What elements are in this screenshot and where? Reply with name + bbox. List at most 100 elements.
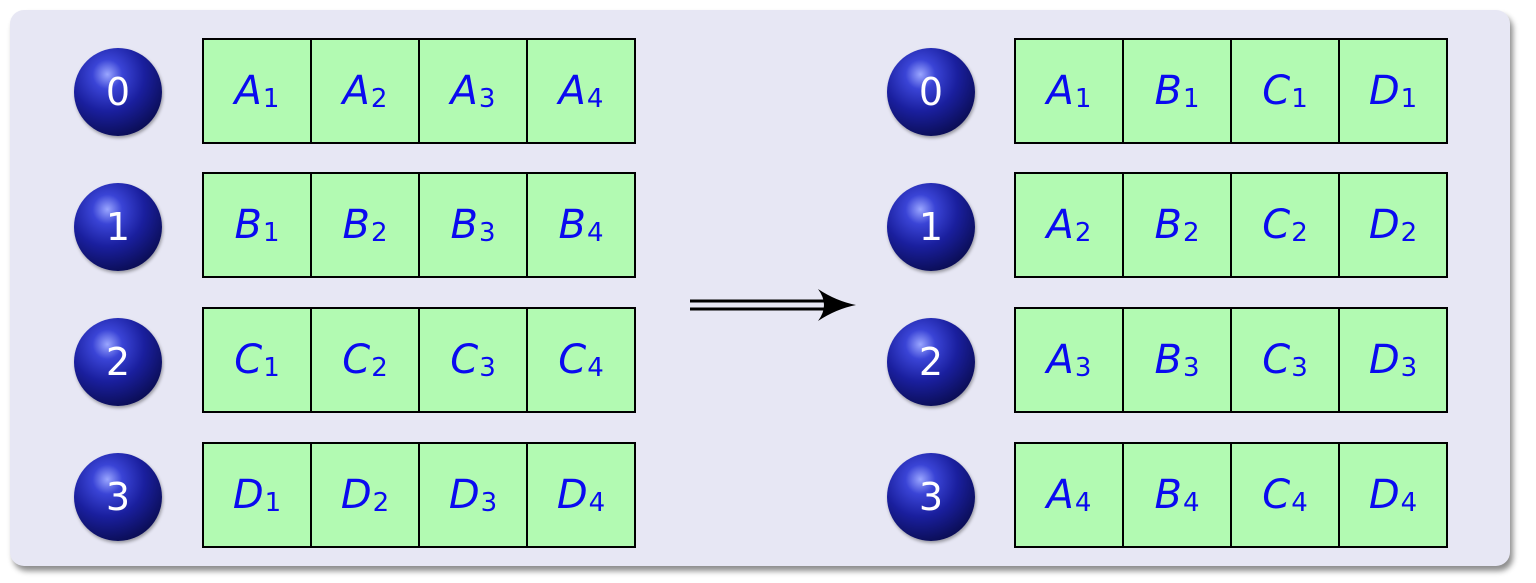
cell-letter: D [232, 472, 264, 518]
cell-letter: A [1046, 68, 1074, 114]
process-label: 0 [918, 70, 944, 114]
process-node-2-right: 2 [887, 318, 975, 406]
cell-letter: D [448, 472, 480, 518]
cell-letter: A [450, 68, 478, 114]
cell-subscript: 4 [588, 488, 606, 518]
cell-subscript: 3 [1182, 353, 1200, 383]
process-label: 0 [105, 70, 131, 114]
cell-letter: A [234, 68, 262, 114]
cell-subscript: 1 [262, 84, 280, 114]
cell-letter: B [1154, 472, 1182, 518]
cell-subscript: 1 [1182, 84, 1200, 114]
cell-subscript: 2 [1400, 218, 1418, 248]
cell-letter: C [1262, 68, 1291, 114]
cell-subscript: 2 [372, 488, 390, 518]
process-label: 3 [918, 475, 944, 519]
cell-letter: C [342, 337, 371, 383]
process-node-1-right: 1 [887, 183, 975, 271]
process-node-3-left: 3 [74, 453, 162, 541]
cell-subscript: 4 [586, 84, 604, 114]
cell-subscript: 3 [1291, 353, 1308, 383]
process-node-3-right: 3 [887, 453, 975, 541]
cell-letter: C [450, 337, 479, 383]
cell-letter: D [1368, 68, 1400, 114]
cell-letter: C [1262, 472, 1291, 518]
cell-letter: D [556, 472, 588, 518]
cell-subscript: 3 [478, 84, 496, 114]
cell-subscript: 3 [1400, 353, 1418, 383]
process-node-0-left: 0 [74, 48, 162, 136]
cell-subscript: 1 [1400, 84, 1418, 114]
cell-letter: B [1154, 68, 1182, 114]
cell-subscript: 1 [262, 218, 280, 248]
cell-subscript: 1 [1291, 84, 1308, 114]
process-label: 1 [918, 205, 944, 249]
double-right-arrow-icon [690, 289, 856, 321]
cell-subscript: 2 [1074, 218, 1092, 248]
process-node-2-left: 2 [74, 318, 162, 406]
cell-subscript: 4 [1182, 488, 1200, 518]
cell-subscript: 2 [370, 218, 388, 248]
process-label: 3 [105, 475, 131, 519]
process-label: 1 [105, 205, 131, 249]
cell-subscript: 2 [1182, 218, 1200, 248]
cell-subscript: 4 [587, 353, 604, 383]
cell-letter: D [1368, 472, 1400, 518]
cell-subscript: 4 [586, 218, 604, 248]
cell-letter: C [234, 337, 263, 383]
cell-letter: C [558, 337, 587, 383]
cell-letter: B [1154, 337, 1182, 383]
cell-letter: A [558, 68, 586, 114]
cell-subscript: 2 [370, 84, 388, 114]
cell-letter: B [1154, 202, 1182, 248]
cell-letter: A [342, 68, 370, 114]
cell-letter: B [342, 202, 370, 248]
process-node-0-right: 0 [887, 48, 975, 136]
cell-letter: A [1046, 202, 1074, 248]
cell-letter: B [558, 202, 586, 248]
cell-letter: C [1262, 337, 1291, 383]
cell-letter: D [1368, 337, 1400, 383]
process-label: 2 [105, 340, 131, 384]
cell-letter: B [234, 202, 262, 248]
cell-subscript: 2 [371, 353, 388, 383]
cell-subscript: 4 [1400, 488, 1418, 518]
cell-subscript: 4 [1291, 488, 1308, 518]
process-label: 2 [918, 340, 944, 384]
cell-subscript: 3 [478, 218, 496, 248]
